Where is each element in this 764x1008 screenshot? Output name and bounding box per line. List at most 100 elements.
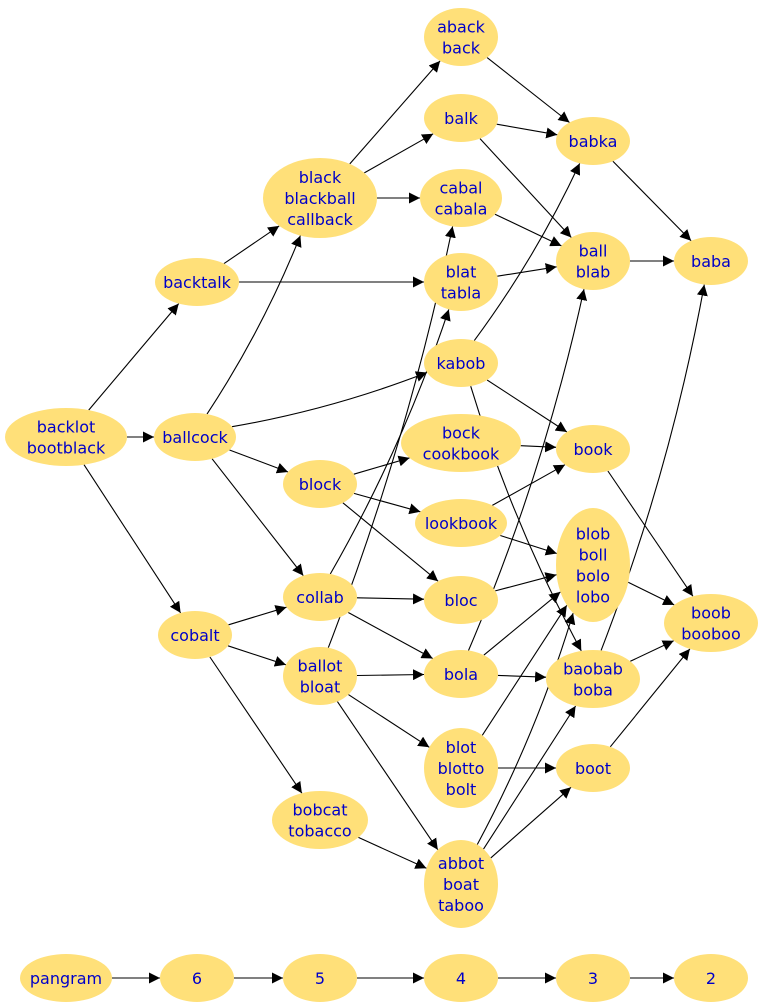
node-label: tabla	[441, 284, 481, 303]
edge-line	[473, 163, 581, 341]
edge-line	[497, 263, 557, 277]
edge-book-to-boob	[607, 470, 694, 597]
node-label: cabala	[435, 200, 488, 219]
node-backlot: backlot bootblack	[5, 408, 127, 466]
edge-line	[336, 701, 439, 851]
node-label: back	[442, 39, 481, 58]
node-label: babka	[569, 132, 618, 151]
edge-line	[356, 593, 425, 605]
node-label: ball	[579, 242, 608, 261]
node-label: bock	[442, 424, 481, 443]
node-label: baba	[691, 252, 731, 271]
node-ellipse	[424, 339, 498, 387]
edge-line	[496, 123, 558, 139]
node-ellipse	[263, 158, 377, 238]
edge-balk-to-ball	[479, 138, 572, 238]
node-ellipse	[415, 499, 507, 547]
node-ellipse	[155, 258, 239, 306]
node-label: ballcock	[162, 428, 228, 447]
node-label: callback	[287, 210, 353, 229]
edge-ballot-to-bola	[356, 669, 425, 681]
node-label: block	[299, 475, 342, 494]
edge-line	[358, 836, 427, 869]
node-label: backlot	[37, 418, 96, 437]
node-lookbook: lookbook	[415, 499, 507, 547]
node-label: book	[574, 440, 614, 459]
edge-line	[209, 656, 303, 794]
node-baba: baba	[674, 237, 748, 285]
node-ellipse	[424, 576, 498, 624]
edge-block-to-bloc	[342, 502, 439, 582]
node-ellipse	[283, 460, 357, 508]
edge-backlot-to-backtalk	[88, 303, 180, 411]
node-ellipse	[556, 744, 630, 792]
edge-block-to-lookbook	[353, 492, 421, 515]
node-label: boat	[443, 875, 479, 894]
node-ellipse	[556, 117, 630, 165]
edge-line	[607, 470, 694, 597]
edge-line	[348, 612, 433, 659]
edge-line	[630, 640, 674, 662]
node-n4: 4	[424, 954, 498, 1002]
node-label: cookbook	[423, 445, 500, 464]
node-ballcock: ballcock	[154, 413, 236, 461]
node-cabal: cabal cabala	[420, 169, 502, 227]
node-bola: bola	[424, 650, 498, 698]
node-n5: 5	[283, 954, 357, 1002]
node-label: balk	[444, 109, 478, 128]
node-ellipse	[424, 253, 498, 311]
node-cobalt: cobalt	[158, 611, 232, 659]
node-block: block	[283, 460, 357, 508]
node-label: 3	[588, 969, 598, 988]
node-label: 2	[706, 969, 716, 988]
edge-line	[206, 235, 302, 415]
edge-bola-to-blob	[483, 591, 561, 656]
node-ellipse	[424, 650, 498, 698]
node-label: bloat	[300, 678, 340, 697]
node-collab: collab	[283, 573, 357, 621]
edge-line	[348, 694, 430, 748]
edges-layer	[83, 57, 708, 984]
node-ellipse	[424, 8, 498, 66]
node-label: pangram	[30, 969, 102, 988]
node-label: boba	[573, 681, 613, 700]
edge-line	[497, 671, 547, 683]
node-ellipse	[283, 954, 357, 1002]
edge-blat-to-ball	[497, 263, 557, 277]
edge-line	[476, 612, 576, 845]
node-ellipse	[424, 728, 498, 808]
edge-line	[609, 648, 691, 748]
node-label: 6	[192, 969, 202, 988]
edge-line	[495, 572, 557, 592]
node-label: abbot	[438, 854, 484, 873]
edge-line	[329, 309, 451, 575]
edge-line	[353, 492, 421, 515]
edge-baobab-to-boob	[630, 640, 674, 662]
edge-line	[483, 591, 561, 656]
edge-line	[228, 605, 287, 626]
edge-backtalk-to-black	[223, 225, 280, 265]
edge-line	[231, 371, 428, 428]
edge-line	[486, 57, 570, 123]
node-ellipse	[424, 94, 498, 142]
node-label: lookbook	[425, 514, 498, 533]
edge-kabob-to-babka	[473, 163, 581, 341]
edge-line	[353, 455, 410, 475]
node-label: bootblack	[27, 439, 106, 458]
node-ellipse	[20, 954, 112, 1002]
node-label: cobalt	[170, 626, 219, 645]
node-ellipse	[272, 791, 368, 849]
edge-line	[356, 669, 425, 681]
node-label: cabal	[439, 179, 482, 198]
edge-backlot-to-cobalt	[83, 464, 182, 614]
edge-line	[227, 645, 287, 667]
edge-bola-to-baobab	[497, 671, 547, 683]
node-n2: 2	[674, 954, 748, 1002]
node-label: backtalk	[163, 273, 232, 292]
edge-cabal-to-ball	[494, 213, 562, 247]
node-label: blot	[446, 738, 477, 757]
